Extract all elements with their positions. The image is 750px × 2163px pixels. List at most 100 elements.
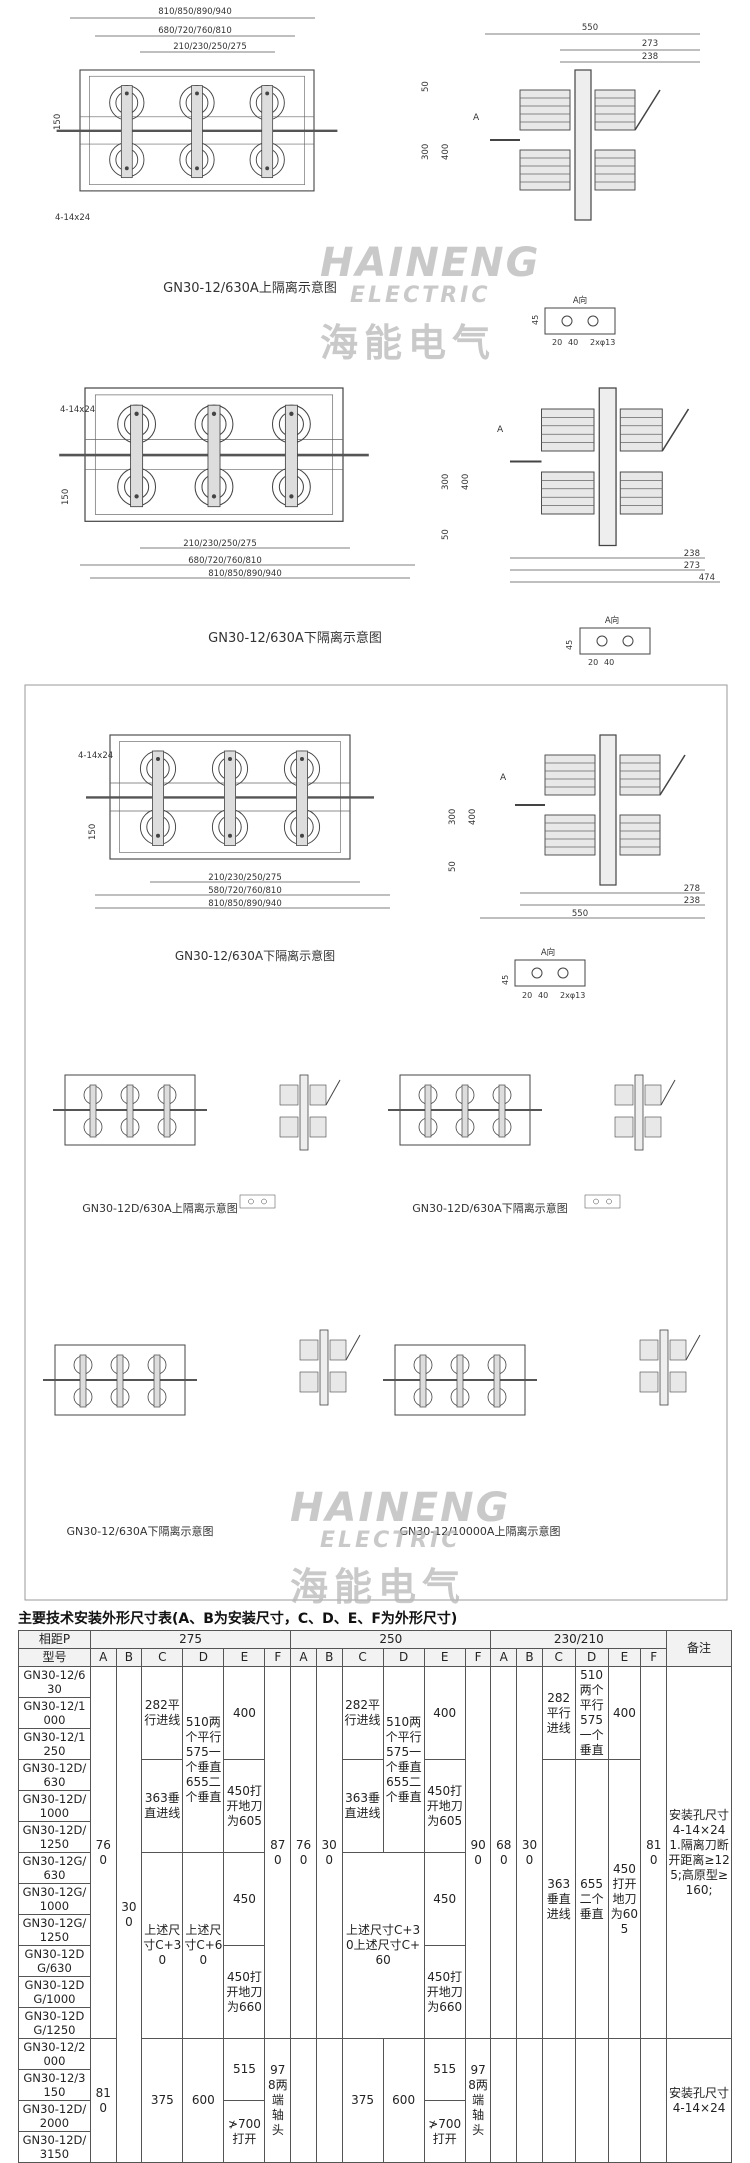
table-row: GN30-12DG/1250 [18, 2007, 732, 2039]
dim-side-a: 273 [684, 561, 700, 571]
dim-side-total: 550 [582, 23, 598, 33]
col-c: C [541, 1648, 576, 1667]
model-cell: GN30-12/3150 [18, 2069, 91, 2101]
g3-empty [541, 2038, 576, 2163]
dim-overall: 810/850/890/940 [208, 899, 282, 909]
g1-d-low: 上述尺寸C+60 [182, 1852, 225, 2039]
caption-small-2: GN30-12D/630A下隔离示意图 [412, 1201, 567, 1215]
dim-overall: 810/850/890/940 [158, 7, 232, 17]
detail-hole: 2xφ13 [560, 991, 585, 1000]
model-cell: GN30-12/1000 [18, 1697, 91, 1729]
dim-pitch: 210/230/250/275 [183, 539, 257, 549]
g1-c-low: 上述尺寸C+30 [141, 1852, 184, 2039]
model-cell: GN30-12D/1250 [18, 1821, 91, 1853]
watermark-logo-2: HAINENG [290, 1485, 511, 1531]
dim-side-total: 474 [699, 573, 715, 583]
model-cell: GN30-12DG/1000 [18, 1976, 91, 2008]
col-e: E [607, 1648, 642, 1667]
col-a: A [490, 1648, 518, 1667]
g2-e3: 450 [423, 1852, 466, 1946]
dim-h300: 300 [421, 144, 431, 160]
header-row-2: 型号 A B C D E F A B C D E F A B C D E F [18, 1648, 732, 1667]
g3-empty [640, 2038, 668, 2163]
g3-e1: 400 [607, 1666, 642, 1760]
g2-f: 900 [464, 1666, 492, 2039]
detail-d20: 20 [552, 338, 562, 347]
model-cell: GN30-12/1250 [18, 1728, 91, 1760]
g2-c-bot: 375 [341, 2038, 384, 2163]
header-remark: 备注 [666, 1630, 732, 1667]
dim-h50: 50 [448, 861, 458, 872]
dim-side-b: 238 [684, 896, 700, 906]
model-cell: GN30-12DG/1250 [18, 2007, 91, 2039]
table-title: 主要技术安装外形尺寸表(A、B为安装尺寸，C、D、E、F为外形尺寸) [18, 1611, 458, 1627]
g3-d-top: 510两个平行575一个垂直 [574, 1666, 609, 1760]
g1-d-bot: 600 [182, 2038, 225, 2163]
col-e: E [223, 1648, 266, 1667]
g3-empty [607, 2038, 642, 2163]
header-pitch-label: 相距P [18, 1630, 91, 1649]
watermark-logo-1: HAINENG [320, 240, 541, 286]
col-f: F [464, 1648, 492, 1667]
arrow-a: A [500, 773, 507, 783]
drawing-small-1 [52, 1074, 341, 1209]
col-c: C [341, 1648, 384, 1667]
dim-pitch: 210/230/250/275 [173, 42, 247, 52]
remark-2: 安装孔尺寸4-14×24 [666, 2038, 732, 2163]
g1-e2: 450打开地刀为605 [223, 1759, 266, 1853]
model-cell: GN30-12G/630 [18, 1852, 91, 1884]
caption-framed-main: GN30-12/630A下隔离示意图 [175, 948, 335, 963]
model-cell: GN30-12G/1250 [18, 1914, 91, 1946]
detail-label: A向 [605, 615, 619, 626]
g1-a-low: 810 [89, 2038, 117, 2163]
g2-c-mid: 363垂直进线 [341, 1759, 384, 1853]
g2-e4: 450打开地刀为660 [423, 1945, 466, 2039]
header-group-250: 250 [290, 1630, 492, 1649]
dim-holes: 4-14x24 [78, 751, 113, 761]
table-row: GN30-12/1250 [18, 1728, 732, 1760]
dim-width2: 680/720/760/810 [188, 556, 262, 566]
g2-f-bot: 978两端轴头 [464, 2038, 492, 2163]
g2-a-low [290, 2038, 317, 2163]
col-b: B [315, 1648, 343, 1667]
dim-overall: 810/850/890/940 [208, 569, 282, 579]
g3-empty [574, 2038, 609, 2163]
dim-side-a: 273 [642, 39, 658, 49]
g1-e5: 515 [223, 2038, 266, 2101]
col-d: D [574, 1648, 609, 1667]
model-cell: GN30-12D/630 [18, 1759, 91, 1791]
table-row: GN30-12G/1250 [18, 1914, 732, 1946]
col-d: D [182, 1648, 225, 1667]
g3-a: 680 [490, 1666, 518, 2039]
g2-b-low [315, 2038, 343, 2163]
dim-side-a: 278 [684, 884, 700, 894]
g3-empty [516, 2038, 543, 2163]
g3-e2: 450打开地刀为605 [607, 1759, 642, 2039]
g2-e5: 515 [423, 2038, 466, 2101]
drawing-small-3 [42, 1329, 361, 1416]
detail-d45: 45 [531, 315, 540, 325]
g3-d-mid: 655二个垂直 [574, 1759, 609, 2039]
table-row: GN30-12/3150 [18, 2069, 732, 2101]
drawing-second: 680/720/760/810 810/850/890/940 210/230/… [57, 386, 720, 667]
detail-label: A向 [541, 947, 555, 958]
dim-h150: 150 [88, 824, 98, 840]
table-row: GN30-12D/2000 ≯700打开 ≯700打开 [18, 2100, 732, 2163]
dim-width2: 580/720/760/810 [208, 886, 282, 896]
arrow-a: A [497, 425, 504, 435]
table-row: GN30-12/1000 [18, 1697, 732, 1729]
detail-d40: 40 [538, 991, 548, 1000]
model-cell: GN30-12G/1000 [18, 1883, 91, 1915]
col-a: A [290, 1648, 317, 1667]
model-cell: GN30-12D/2000 [18, 2100, 91, 2132]
detail-hole: 2xφ13 [590, 338, 615, 347]
detail-d40: 40 [604, 658, 614, 667]
header-model-label: 型号 [18, 1648, 91, 1667]
dim-h400: 400 [468, 809, 478, 825]
col-a: A [89, 1648, 117, 1667]
col-f: F [264, 1648, 292, 1667]
g1-f: 870 [264, 1666, 292, 2039]
dim-holes: 4-14x24 [55, 213, 90, 223]
table-row: GN30-12G/630 上述尺寸C+30 上述尺寸C+60 450 上述尺寸C… [18, 1852, 732, 2039]
table-row: GN30-12/2000 810 375 600 515 978两端轴头 375… [18, 2038, 732, 2163]
